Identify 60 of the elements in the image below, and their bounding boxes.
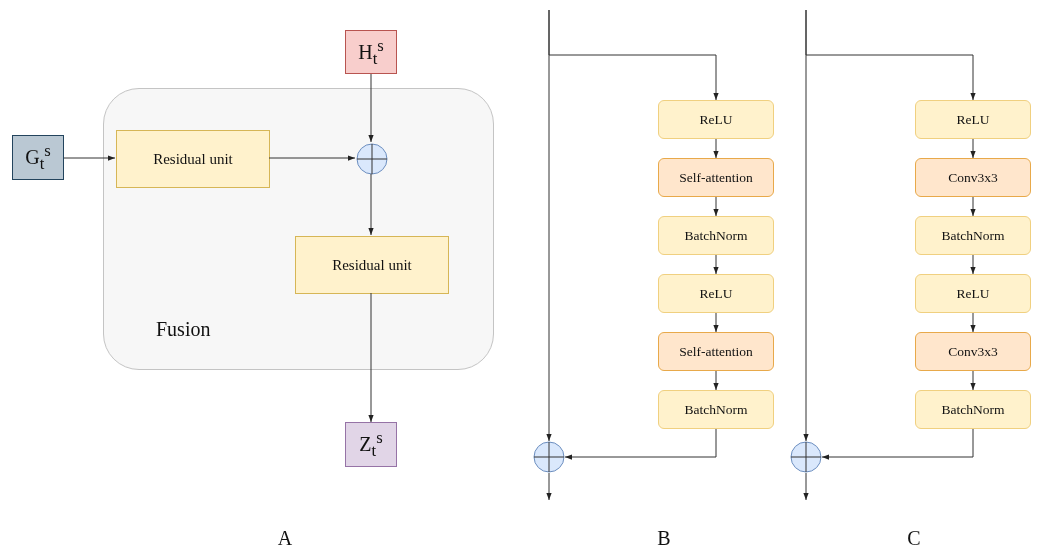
node-label: Self-attention	[679, 169, 753, 186]
arrow	[564, 428, 717, 460]
layer-box	[915, 332, 1031, 371]
node-label: BatchNorm	[684, 401, 748, 418]
arrow	[368, 292, 374, 423]
node-label: Residual unit	[332, 256, 412, 274]
layer-box	[658, 158, 774, 197]
arrow	[970, 196, 976, 217]
node-label: Conv3x3	[948, 343, 998, 360]
layer-box	[915, 158, 1031, 197]
layer-box	[915, 274, 1031, 313]
output-box	[345, 422, 397, 467]
arrow	[63, 155, 116, 161]
node-label: ReLU	[699, 111, 733, 128]
node-label: ReLU	[956, 111, 990, 128]
node-label: BatchNorm	[941, 227, 1005, 244]
node-label: BatchNorm	[684, 227, 748, 244]
residual-unit-box	[295, 236, 449, 294]
panel-label: C	[907, 526, 921, 550]
node-label: Self-attention	[679, 343, 753, 360]
node-label: BatchNorm	[941, 401, 1005, 418]
layer-box	[915, 100, 1031, 139]
arrow	[546, 472, 552, 501]
input-box	[12, 135, 64, 180]
arrow	[546, 9, 552, 442]
arrow	[970, 254, 976, 275]
arrow	[713, 312, 719, 333]
arrow	[368, 173, 374, 236]
arrow	[803, 9, 809, 442]
layer-box	[658, 332, 774, 371]
arrow	[713, 196, 719, 217]
arrow	[803, 472, 809, 501]
arrow	[821, 428, 974, 460]
arrow	[970, 138, 976, 159]
sum-circle	[790, 441, 822, 473]
arrow	[713, 138, 719, 159]
layer-box	[658, 100, 774, 139]
panel-label: A	[277, 526, 293, 550]
layer-box	[658, 216, 774, 255]
node-label: ReLU	[699, 285, 733, 302]
arrow	[268, 155, 356, 161]
node-label: Residual unit	[153, 150, 233, 168]
arrow	[970, 370, 976, 391]
residual-unit-box	[116, 130, 270, 188]
fusion-block	[103, 88, 494, 370]
layer-box	[915, 390, 1031, 429]
input-box	[345, 30, 397, 74]
panel-label: B	[657, 526, 671, 550]
arrow	[713, 370, 719, 391]
node-label: ReLU	[956, 285, 990, 302]
layer-box	[658, 390, 774, 429]
layer-box	[915, 216, 1031, 255]
layer-box	[658, 274, 774, 313]
arrow	[713, 254, 719, 275]
sum-circle	[356, 143, 388, 175]
arrow	[368, 73, 374, 143]
block-label: Fusion	[156, 318, 211, 341]
sum-circle	[533, 441, 565, 473]
node-label: Conv3x3	[948, 169, 998, 186]
arrow	[970, 312, 976, 333]
